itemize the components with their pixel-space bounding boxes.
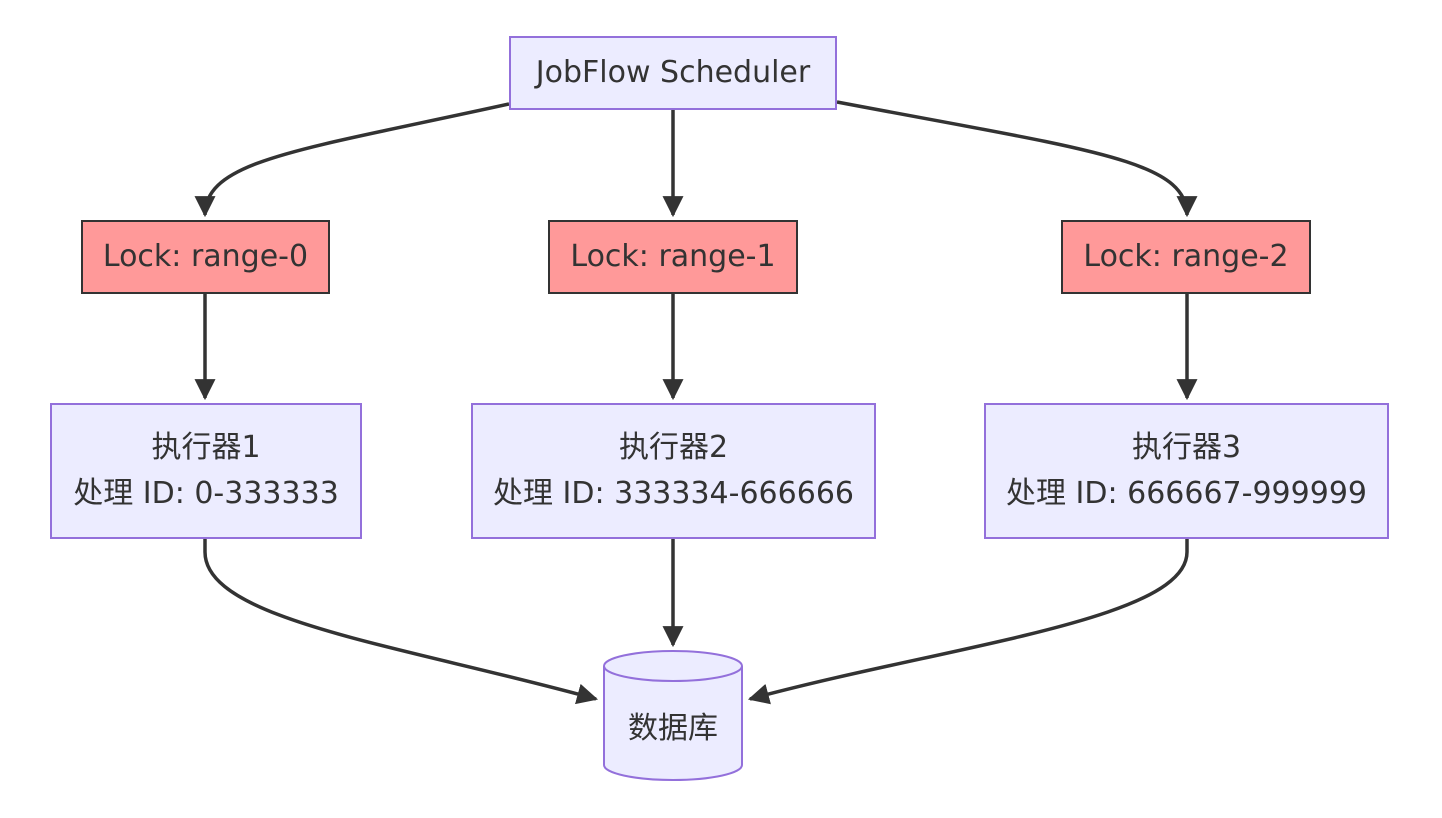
lock-range-1-node: Lock: range-1: [548, 220, 798, 294]
executor-3-node: 执行器3 处理 ID: 666667-999999: [984, 403, 1389, 539]
database-cylinder: [603, 650, 743, 781]
executor-1-node: 执行器1 处理 ID: 0-333333: [50, 403, 362, 539]
jobflow-scheduler-node: JobFlow Scheduler: [509, 36, 837, 110]
edge-scheduler-to-lock-2: [836, 100, 1198, 218]
executor-id-range: 处理 ID: 333334-666666: [493, 476, 854, 511]
executor-title: 执行器2: [618, 429, 729, 465]
lock-range-2-node: Lock: range-2: [1061, 220, 1311, 294]
scheduler-label: JobFlow Scheduler: [535, 54, 811, 90]
edge-executor-1-to-database: [203, 539, 599, 705]
edge-scheduler-to-lock-0: [194, 102, 510, 218]
database-label: 数据库: [628, 711, 718, 746]
edge-executor-3-to-database: [747, 539, 1189, 705]
executor-2-node: 执行器2 处理 ID: 333334-666666: [471, 403, 876, 539]
executor-id-range: 处理 ID: 0-333333: [73, 476, 339, 511]
lock-range-0-node: Lock: range-0: [81, 220, 330, 294]
lock-label: Lock: range-1: [570, 238, 776, 274]
lock-label: Lock: range-0: [102, 238, 309, 274]
lock-label: Lock: range-2: [1083, 238, 1289, 274]
executor-title: 执行器3: [1131, 429, 1242, 465]
executor-id-range: 处理 ID: 666667-999999: [1006, 476, 1367, 511]
executor-title: 执行器1: [151, 429, 261, 465]
